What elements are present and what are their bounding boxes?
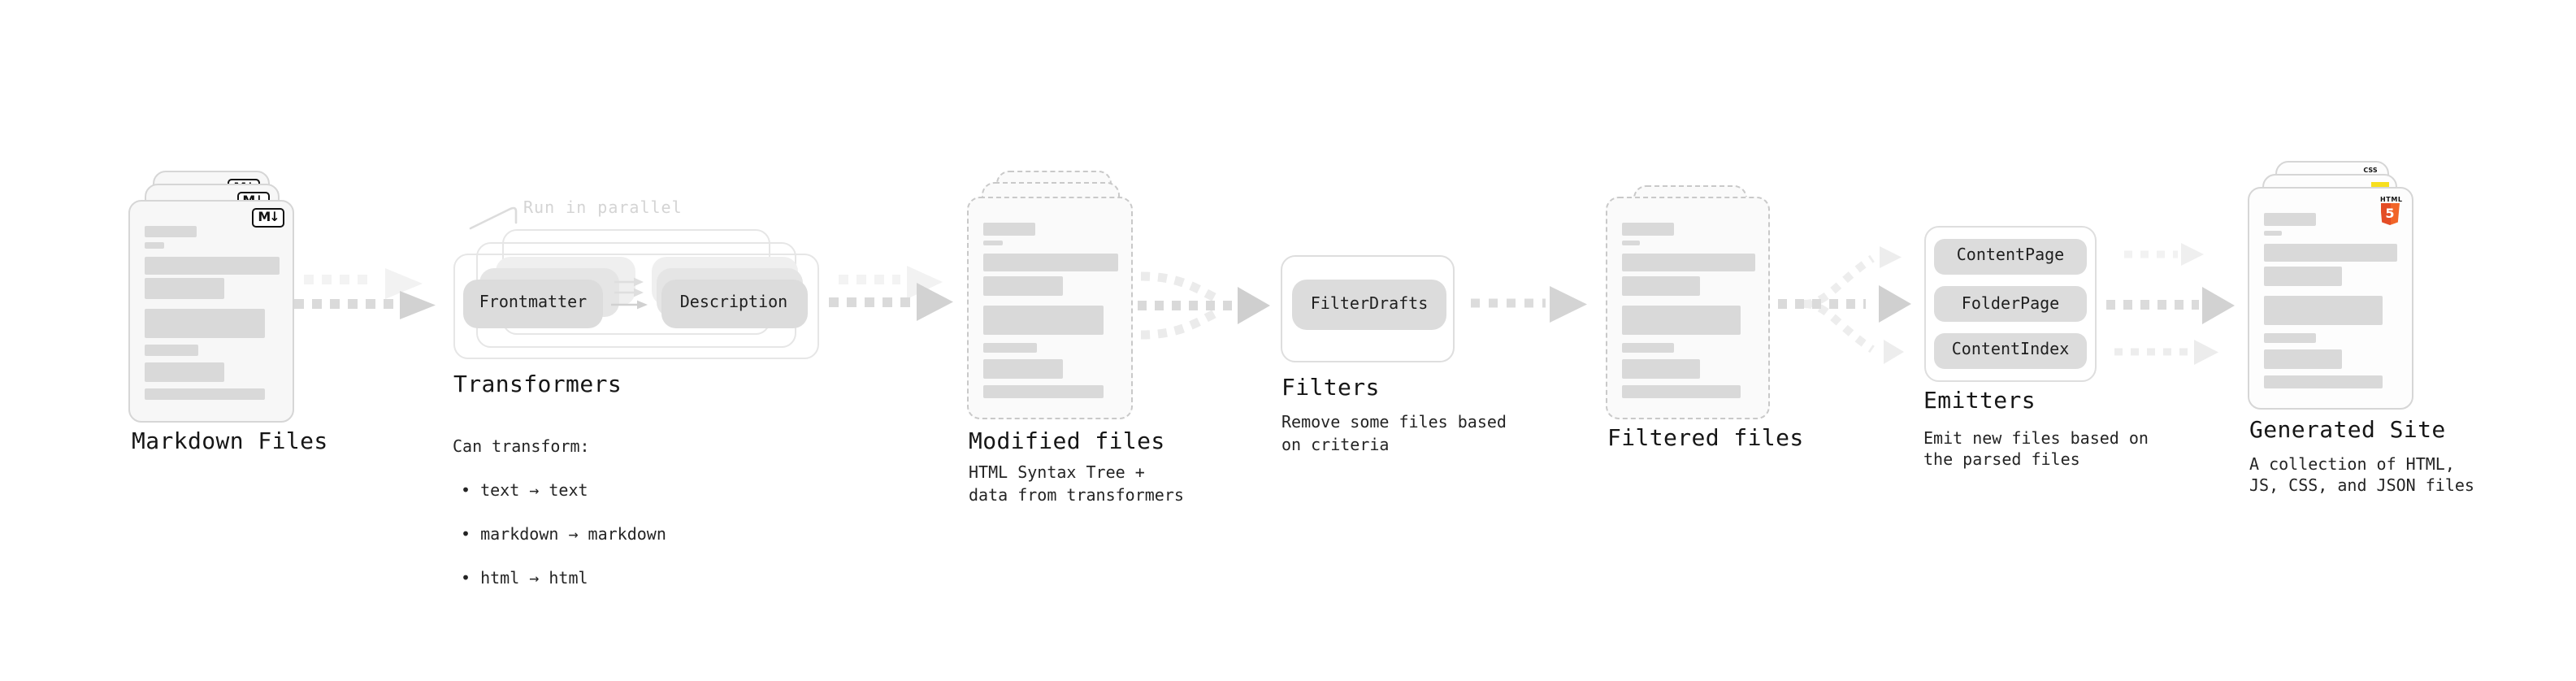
generated-site-title: Generated Site xyxy=(2249,418,2446,444)
modified-files-title: Modified files xyxy=(969,428,1165,454)
skeleton-line xyxy=(145,256,279,274)
skeleton-line xyxy=(1621,342,1674,353)
skeleton-line xyxy=(145,345,197,355)
skeleton-line xyxy=(1621,254,1755,271)
filters-subtitle: Remove some files based on criteria xyxy=(1281,414,1507,454)
modified-files-stack xyxy=(967,171,1132,423)
contentpage-pill: ContentPage xyxy=(1934,238,2087,274)
transform-list-item: • html → html xyxy=(461,570,588,588)
document-sheet-front xyxy=(967,197,1132,419)
skeleton-line xyxy=(145,225,197,237)
markdown-files-title: Markdown Files xyxy=(132,428,328,454)
skeleton-line xyxy=(983,254,1117,271)
emitters-subtitle: Emit new files based on the parsed files xyxy=(1923,430,2149,470)
emitters-title: Emitters xyxy=(1923,388,2036,414)
run-in-parallel-connector xyxy=(469,206,518,230)
skeleton-line xyxy=(1621,385,1741,397)
skeleton-line xyxy=(145,362,223,381)
description-pill: Description xyxy=(661,279,807,327)
arrow-modified-to-filters-converging xyxy=(1138,271,1270,340)
filters-title: Filters xyxy=(1281,375,1380,401)
markdown-files-stack: M↓ M↓ M↓ xyxy=(128,171,294,423)
modified-files-subtitle: HTML Syntax Tree + data from transformer… xyxy=(969,465,1184,505)
run-in-parallel-label: Run in parallel xyxy=(523,200,683,218)
arrows-emitters-to-generated xyxy=(2106,243,2235,365)
filterdrafts-pill: FilterDrafts xyxy=(1292,279,1446,329)
arrow-transformers-to-modified xyxy=(829,266,953,321)
skeleton-line xyxy=(2263,266,2342,286)
skeleton-line xyxy=(2263,296,2383,325)
document-sheet-front xyxy=(1605,197,1770,419)
filtered-files-title: Filtered files xyxy=(1607,426,1804,452)
html5-badge-word: HTML xyxy=(2380,194,2403,202)
skeleton-line xyxy=(2263,244,2397,262)
transformers-description: Can transform: • text → text • markdown … xyxy=(453,414,666,612)
arrow-markdown-to-transformers xyxy=(294,268,436,319)
skeleton-line xyxy=(145,308,264,337)
arrow-filtered-to-emitters-diverging xyxy=(1778,246,1911,364)
document-sheet-front: HTML 5 xyxy=(2247,187,2413,409)
skeleton-line xyxy=(2263,349,2342,369)
skeleton-line xyxy=(983,275,1062,296)
transformers-title: Transformers xyxy=(453,371,622,397)
skeleton-line xyxy=(1621,306,1741,335)
transform-list-item: • text → text xyxy=(461,482,588,500)
skeleton-line xyxy=(2263,230,2282,236)
transform-list-item: • markdown → markdown xyxy=(461,526,666,544)
skeleton-line xyxy=(983,306,1103,335)
skeleton-line xyxy=(1621,275,1700,296)
skeleton-line xyxy=(1621,240,1640,245)
can-transform-heading: Can transform: xyxy=(453,438,590,456)
skeleton-line xyxy=(145,242,163,248)
skeleton-line xyxy=(983,240,1002,245)
skeleton-line xyxy=(145,388,264,400)
filtered-files-stack xyxy=(1605,185,1770,429)
html5-badge: HTML 5 xyxy=(2380,194,2403,225)
generated-site-subtitle: A collection of HTML, JS, CSS, and JSON … xyxy=(2249,456,2474,496)
generated-site-stack: CSS HTML 5 xyxy=(2247,161,2413,413)
html5-badge-shield: 5 xyxy=(2380,203,2400,225)
skeleton-line xyxy=(1621,223,1673,235)
skeleton-line xyxy=(2263,332,2316,343)
document-sheet-front: M↓ xyxy=(128,199,294,422)
parallel-mini-arrows xyxy=(611,277,648,310)
skeleton-line xyxy=(145,278,223,298)
transformers-container-front xyxy=(453,254,818,359)
skeleton-line xyxy=(983,359,1062,379)
skeleton-line xyxy=(983,385,1103,397)
frontmatter-pill: Frontmatter xyxy=(463,279,603,327)
markdown-badge: M↓ xyxy=(252,207,284,227)
folderpage-pill: FolderPage xyxy=(1934,286,2087,322)
css-badge-label: CSS xyxy=(2363,165,2378,173)
skeleton-line xyxy=(1621,359,1700,379)
skeleton-line xyxy=(2263,213,2315,225)
skeleton-line xyxy=(2263,375,2383,388)
skeleton-line xyxy=(983,223,1035,235)
arrow-filters-to-filtered xyxy=(1471,286,1587,323)
skeleton-line xyxy=(983,342,1036,353)
contentindex-pill: ContentIndex xyxy=(1934,332,2087,368)
